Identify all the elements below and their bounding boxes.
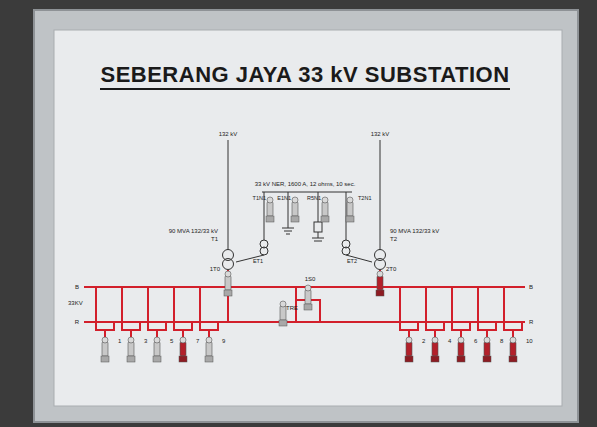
key-grip xyxy=(483,356,491,362)
switch-code: E1N1 xyxy=(277,196,291,202)
key-switch xyxy=(225,276,231,290)
voltage-label: 132 kV xyxy=(371,131,390,137)
key-head xyxy=(154,337,160,343)
feeder-number: 8 xyxy=(500,338,503,344)
key-head xyxy=(377,271,383,277)
bus-label: R xyxy=(529,319,533,325)
key-head xyxy=(305,285,311,291)
feeder-loop xyxy=(504,287,522,330)
key-switch xyxy=(484,342,490,356)
breaker-code: 2T0 xyxy=(386,266,396,272)
feeder-number: 4 xyxy=(448,338,451,344)
key-head xyxy=(206,337,212,343)
key-switch xyxy=(180,342,186,356)
key-grip xyxy=(101,356,109,362)
key-grip xyxy=(279,320,287,326)
key-head xyxy=(280,301,286,307)
key-head xyxy=(322,197,328,203)
feeder-loop xyxy=(200,287,218,330)
key-grip xyxy=(224,290,232,296)
bus-label: B xyxy=(529,284,533,290)
feeder-loop xyxy=(478,287,496,330)
bus-label: R xyxy=(75,319,79,325)
breaker-code: 1S0 xyxy=(305,276,316,282)
key-switch xyxy=(102,342,108,356)
breaker-code: TRE xyxy=(286,305,298,311)
key-grip xyxy=(457,356,465,362)
key-head xyxy=(128,337,134,343)
key-switch xyxy=(206,342,212,356)
key-grip xyxy=(321,216,329,222)
feeder-number: 10 xyxy=(526,338,533,344)
feeder-loop xyxy=(426,287,444,330)
key-switch xyxy=(510,342,516,356)
key-grip xyxy=(304,304,312,310)
key-head xyxy=(510,337,516,343)
voltage-label: 33KV xyxy=(68,300,83,306)
switch-code: T1N1 xyxy=(253,196,266,202)
feeder-loop xyxy=(96,287,114,330)
key-switch xyxy=(292,202,298,216)
key-grip xyxy=(205,356,213,362)
key-grip xyxy=(376,290,384,296)
key-switch xyxy=(347,202,353,216)
key-switch xyxy=(128,342,134,356)
earthing-transformer: ET1 xyxy=(253,259,263,265)
earthing-transformer: ET2 xyxy=(347,259,357,265)
key-head xyxy=(347,197,353,203)
feeder-number: 7 xyxy=(196,338,199,344)
breaker-code: 1T0 xyxy=(210,266,220,272)
feeder-loop xyxy=(174,287,192,330)
key-head xyxy=(292,197,298,203)
key-grip xyxy=(405,356,413,362)
key-grip xyxy=(291,216,299,222)
feeder-number: 2 xyxy=(422,338,425,344)
key-switch xyxy=(267,202,273,216)
key-grip xyxy=(431,356,439,362)
switch-code: R5N1 xyxy=(307,196,321,202)
key-switch xyxy=(154,342,160,356)
key-grip xyxy=(179,356,187,362)
key-switch xyxy=(406,342,412,356)
feeder-number: 3 xyxy=(144,338,147,344)
key-head xyxy=(484,337,490,343)
key-switch xyxy=(322,202,328,216)
key-head xyxy=(225,271,231,277)
feeder-number: 6 xyxy=(474,338,477,344)
feeder-loop xyxy=(122,287,140,330)
transformer-rating: 90 MVA 132/33 kV xyxy=(390,228,439,234)
feeder-loop xyxy=(148,287,166,330)
key-head xyxy=(267,197,273,203)
key-head xyxy=(102,337,108,343)
key-head xyxy=(180,337,186,343)
switch-code: T2N1 xyxy=(358,196,371,202)
key-grip xyxy=(346,216,354,222)
transformer-name: T1 xyxy=(211,236,218,242)
key-switch xyxy=(305,290,311,304)
key-head xyxy=(406,337,412,343)
bus-label: B xyxy=(75,284,79,290)
key-grip xyxy=(509,356,517,362)
transformer-name: T2 xyxy=(390,236,397,242)
voltage-label: 132 kV xyxy=(219,131,238,137)
transformer-rating: 90 MVA 132/33 kV xyxy=(169,228,218,234)
key-grip xyxy=(266,216,274,222)
key-switch xyxy=(377,276,383,290)
feeder-loop xyxy=(400,287,418,330)
ner-rating: 33 kV NER, 1600 A, 12 ohms, 10 sec. xyxy=(255,181,356,187)
feeder-number: 1 xyxy=(118,338,121,344)
feeder-loop xyxy=(452,287,470,330)
key-head xyxy=(458,337,464,343)
key-switch xyxy=(458,342,464,356)
key-head xyxy=(432,337,438,343)
key-switch xyxy=(280,306,286,320)
key-switch xyxy=(432,342,438,356)
key-grip xyxy=(127,356,135,362)
board-title: SEBERANG JAYA 33 kV SUBSTATION xyxy=(100,64,509,90)
feeder-number: 5 xyxy=(170,338,173,344)
feeder-number: 9 xyxy=(222,338,225,344)
key-grip xyxy=(153,356,161,362)
